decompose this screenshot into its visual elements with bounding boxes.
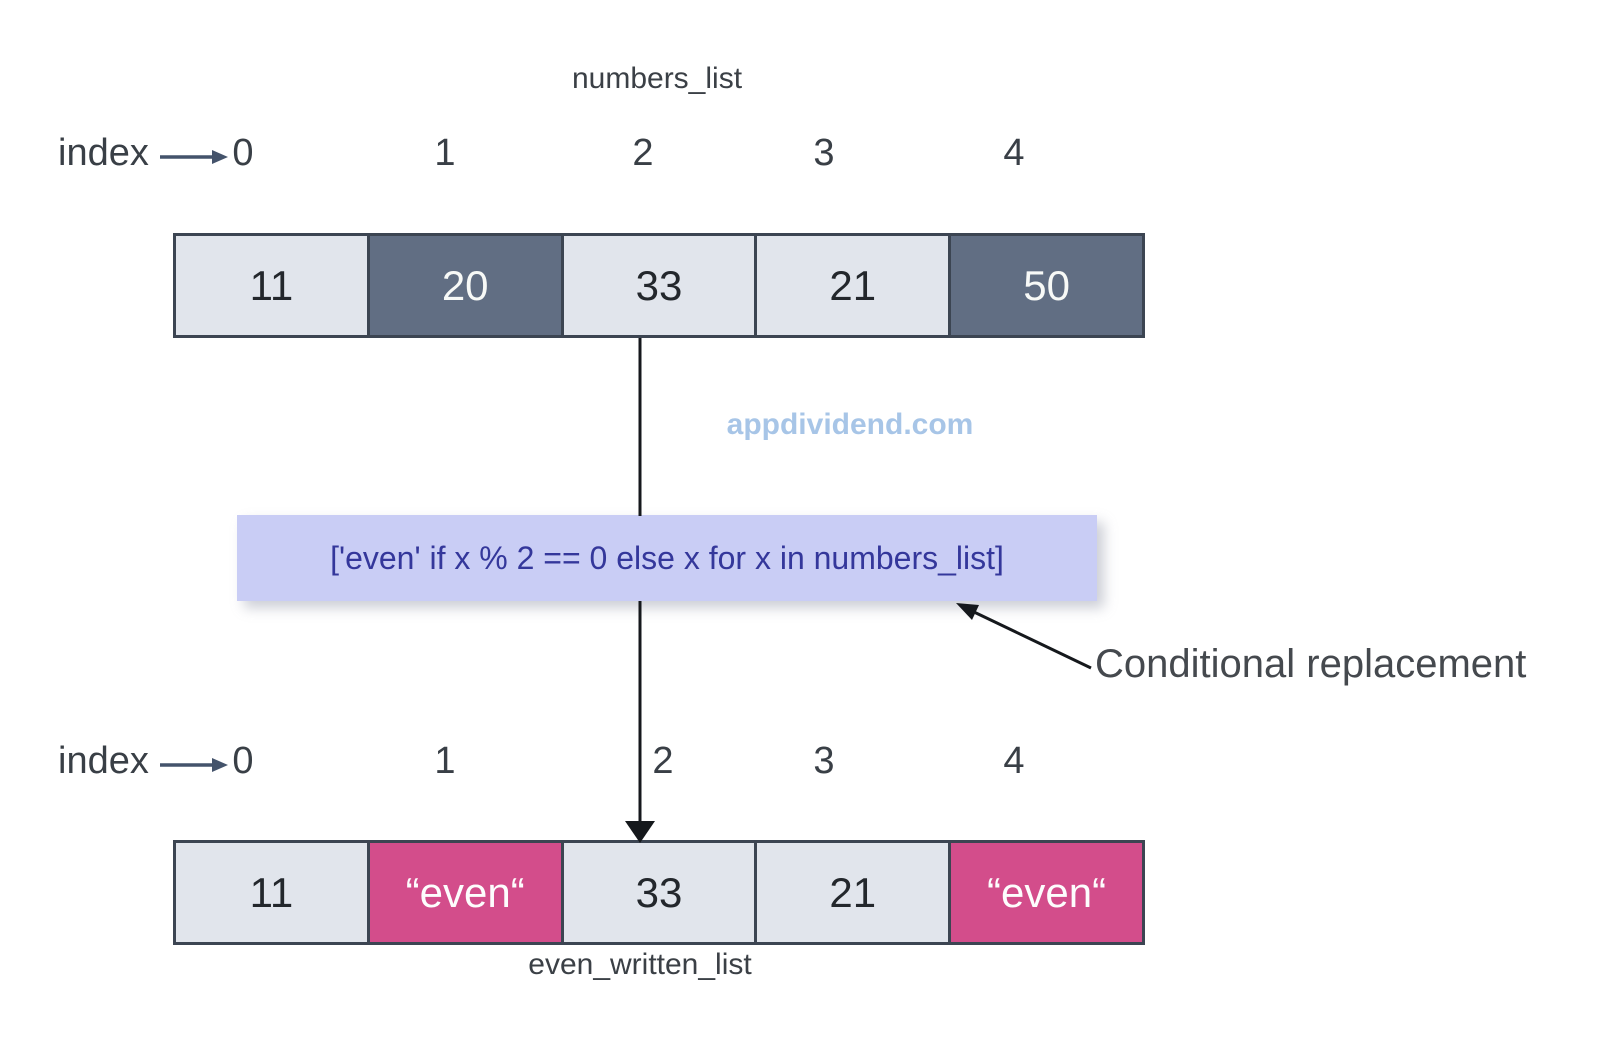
index-arrow-icon <box>160 758 228 772</box>
bottom-index-0: 0 <box>232 740 254 782</box>
top-index-4: 4 <box>1003 132 1025 174</box>
bottom-array-title: even_written_list <box>528 948 752 981</box>
bottom-index-1: 1 <box>434 740 456 782</box>
bottom-index-3: 3 <box>813 740 835 782</box>
watermark-text: appdividend.com <box>726 408 974 441</box>
top-index-1: 1 <box>434 132 456 174</box>
bottom-index-4: 4 <box>1003 740 1025 782</box>
array-cell: “even“ <box>948 843 1142 942</box>
top-index-word: index <box>58 132 149 174</box>
array-cell: 11 <box>176 236 367 335</box>
array-cell: “even“ <box>366 843 561 942</box>
top-array-title: numbers_list <box>571 62 743 95</box>
top-index-0: 0 <box>232 132 254 174</box>
array-cell: 11 <box>176 843 367 942</box>
even-written-list-array: 11 “even“ 33 21 “even“ <box>173 840 1145 945</box>
index-arrow-icon <box>160 150 228 164</box>
array-cell: 21 <box>754 843 949 942</box>
top-index-3: 3 <box>813 132 835 174</box>
code-expression-text: ['even' if x % 2 == 0 else x for x in nu… <box>330 539 1004 576</box>
top-index-2: 2 <box>632 132 654 174</box>
code-expression-box: ['even' if x % 2 == 0 else x for x in nu… <box>237 515 1097 601</box>
bottom-index-2: 2 <box>652 740 674 782</box>
annotation-arrow-icon <box>956 603 1092 670</box>
bottom-index-word: index <box>58 740 149 782</box>
array-cell: 33 <box>560 236 755 335</box>
flow-arrow-down-icon <box>625 601 655 843</box>
array-cell: 21 <box>754 236 949 335</box>
array-cell: 20 <box>366 236 561 335</box>
array-cell: 33 <box>560 843 755 942</box>
annotation-label: Conditional replacement <box>1095 642 1527 686</box>
numbers-list-array: 11 20 33 21 50 <box>173 233 1145 338</box>
array-cell: 50 <box>948 236 1142 335</box>
